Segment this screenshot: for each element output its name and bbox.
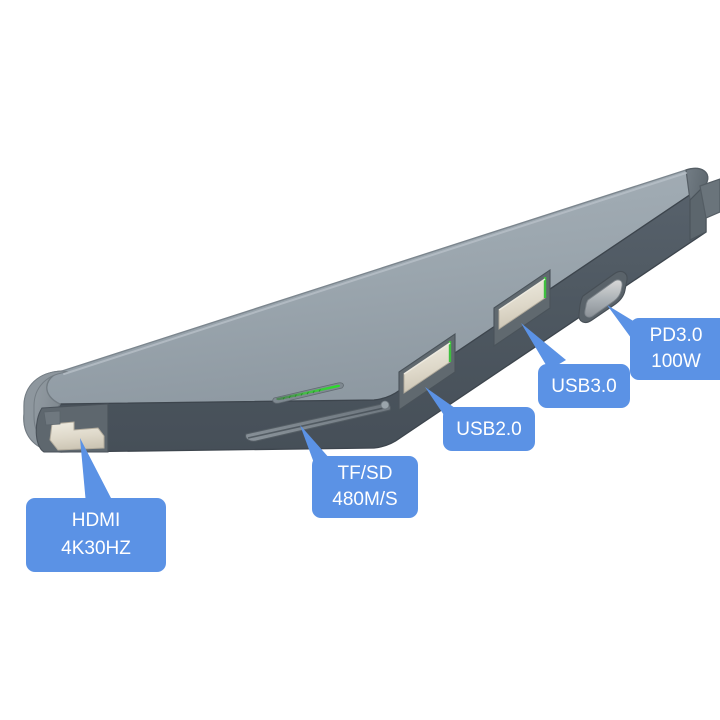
callout-hdmi-line1: HDMI — [72, 510, 121, 531]
usb-3-0-port-highlight — [498, 278, 546, 311]
callout-usb-3-0-line1: USB3.0 — [551, 376, 616, 397]
usb-3-0-pointer — [521, 323, 566, 370]
callout-tf-sd[interactable]: TF/SD 480M/S — [312, 456, 418, 518]
callout-pd-3-0-line1: PD3.0 — [650, 325, 703, 346]
device-top-edge-highlight — [63, 172, 687, 375]
callout-usb-2-0[interactable]: USB2.0 — [443, 407, 535, 451]
device-rear-tab — [699, 178, 720, 219]
hdmi-port-insert — [49, 421, 105, 451]
usb-a-2-0-port — [398, 332, 456, 412]
usb-c-pd-port — [578, 271, 628, 323]
callout-pd-3-0[interactable]: PD3.0 100W — [630, 318, 720, 380]
hdmi-port — [35, 403, 109, 453]
callout-hdmi-line2: 4K30HZ — [61, 538, 131, 559]
led-segment-ticks — [282, 389, 321, 400]
callout-tf-sd-line1: TF/SD — [338, 463, 393, 484]
tf-sd-eject-dot — [380, 400, 390, 410]
callout-usb-3-0-badge — [538, 364, 630, 408]
callout-usb-2-0-line1: USB2.0 — [456, 419, 521, 440]
tf-sd-slot-shadow — [247, 407, 385, 439]
led-indicator-strip — [272, 382, 344, 404]
hdmi-pointer — [80, 438, 112, 504]
hub-device-body — [23, 167, 720, 453]
usb-c-port-barrel — [584, 279, 623, 318]
tf-sd-card-slot — [245, 400, 391, 442]
callout-pd-3-0-line2: 100W — [651, 351, 701, 372]
callout-tf-sd-badge — [312, 456, 418, 518]
callout-usb-3-0[interactable]: USB3.0 — [538, 364, 630, 408]
callout-tf-sd-line2: 480M/S — [332, 489, 397, 510]
callout-pd-3-0-badge — [630, 318, 720, 380]
callout-usb-2-0-badge — [443, 407, 535, 451]
callout-hdmi-badge — [26, 498, 166, 572]
hdmi-port-inner-shadow — [43, 410, 61, 426]
usb-a-3-0-port — [493, 268, 551, 348]
callout-hdmi[interactable]: HDMI 4K30HZ — [26, 498, 166, 572]
usb-2-0-port-highlight — [403, 342, 451, 375]
